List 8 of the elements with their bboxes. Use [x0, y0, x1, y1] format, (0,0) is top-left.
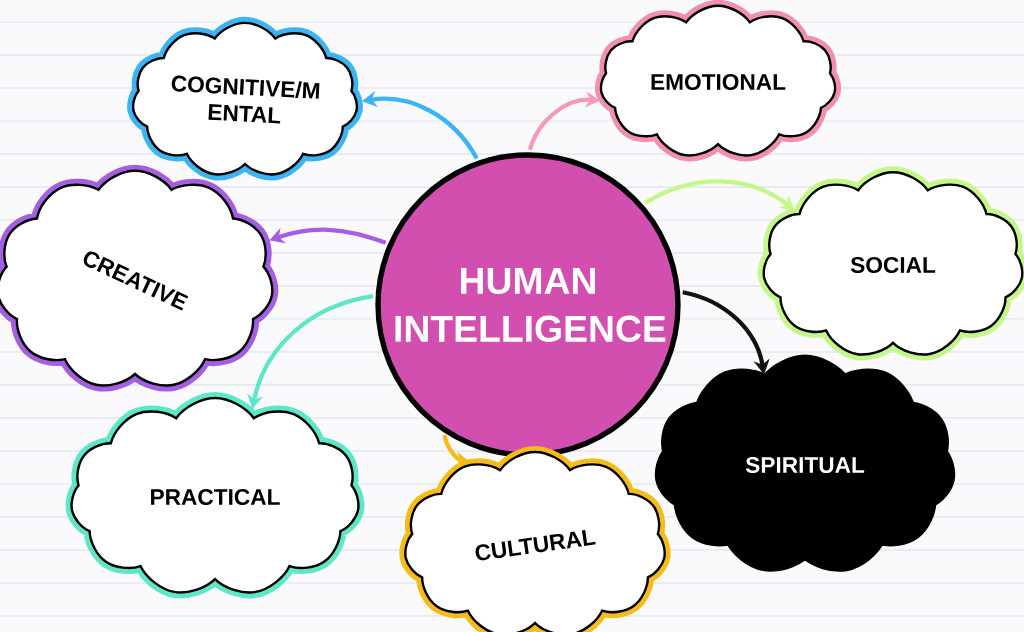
- cloud-bubble: COGNITIVE/M ENTAL: [127, 16, 363, 181]
- cloud-bubble: SOCIAL: [757, 166, 1024, 361]
- circle-node: HUMAN INTELLIGENCE: [375, 152, 681, 458]
- curved-arrow: [644, 179, 795, 211]
- cloud-bubble: EMOTIONAL: [595, 0, 841, 162]
- cloud-bubble: PRACTICAL: [65, 392, 365, 599]
- cloud-bubble: SPIRITUAL: [654, 354, 956, 572]
- cloud-bubble: CULTURAL: [399, 445, 671, 632]
